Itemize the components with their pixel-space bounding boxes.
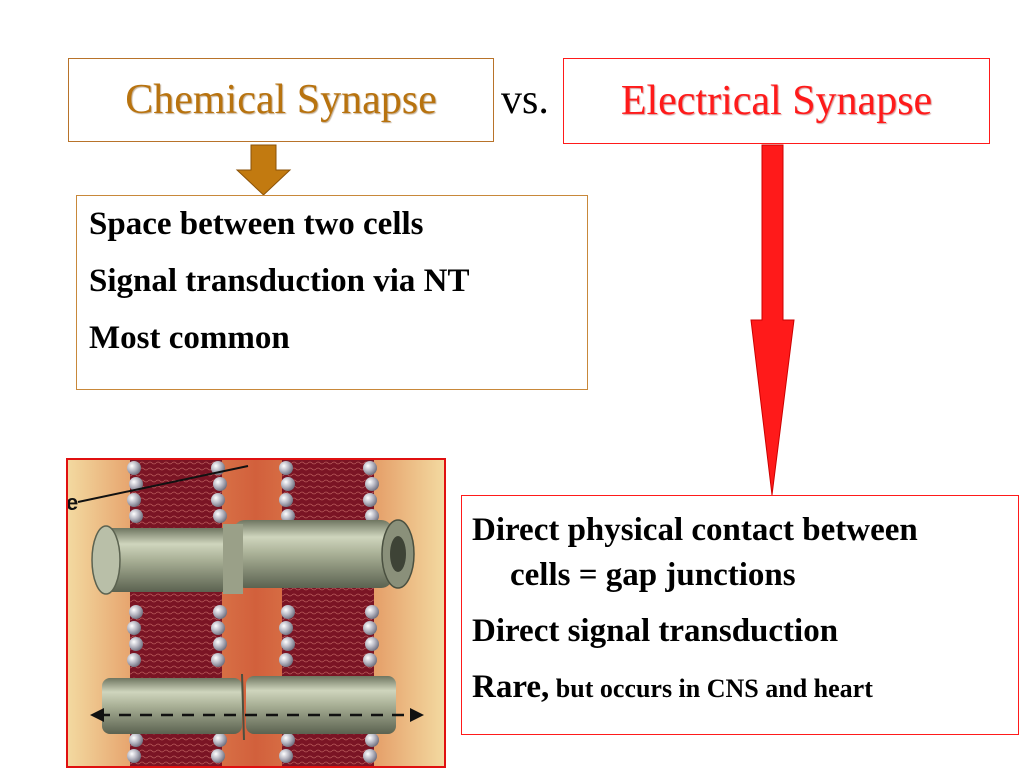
connexon-channel-bottom — [102, 673, 396, 741]
phospholipid-head-bead — [211, 493, 225, 507]
phospholipid-head-bead — [127, 653, 141, 667]
phospholipid-head-bead — [211, 653, 225, 667]
phospholipid-head-bead — [129, 477, 143, 491]
phospholipid-head-bead — [279, 653, 293, 667]
phospholipid-head-bead — [279, 493, 293, 507]
phospholipid-head-bead — [281, 605, 295, 619]
phospholipid-head-bead — [281, 637, 295, 651]
ion-flow-arrow — [90, 708, 424, 722]
electrical-down-arrow — [750, 144, 795, 496]
figure-partial-label: e — [68, 490, 78, 515]
electrical-synapse-title: Electrical Synapse — [620, 78, 933, 124]
phospholipid-head-bead — [281, 509, 295, 523]
vs-label: vs. — [501, 77, 549, 123]
phospholipid-head-bead — [213, 605, 227, 619]
electrical-properties-box: Direct physical contact between cells = … — [461, 495, 1019, 735]
phospholipid-head-bead — [129, 733, 143, 747]
electrical-synapse-title-box: Electrical Synapse — [563, 58, 990, 144]
phospholipid-head-bead — [129, 605, 143, 619]
phospholipid-head-bead — [127, 621, 141, 635]
phospholipid-head-bead — [281, 733, 295, 747]
phospholipid-head-bead — [211, 749, 225, 763]
phospholipid-head-bead — [365, 637, 379, 651]
phospholipid-head-bead — [213, 477, 227, 491]
chemical-property-1: Space between two cells — [89, 206, 424, 242]
phospholipid-head-bead — [365, 509, 379, 523]
chemical-property-2: Signal transduction via NT — [89, 263, 470, 299]
phospholipid-head-bead — [213, 733, 227, 747]
rare-label: Rare, — [472, 669, 550, 705]
phospholipid-head-bead — [363, 461, 377, 475]
rare-detail: but occurs in CNS and heart — [549, 674, 873, 703]
chemical-synapse-title: Chemical Synapse — [125, 77, 437, 123]
chemical-property-3: Most common — [89, 320, 290, 356]
chemical-properties-box: Space between two cells Signal transduct… — [76, 195, 588, 390]
phospholipid-head-bead — [365, 733, 379, 747]
phospholipid-head-bead — [213, 637, 227, 651]
phospholipid-head-bead — [129, 637, 143, 651]
phospholipid-head-bead — [365, 605, 379, 619]
connexon-channel-top — [91, 519, 415, 595]
electrical-property-1b: cells = gap junctions — [510, 557, 796, 593]
phospholipid-head-bead — [363, 653, 377, 667]
phospholipid-head-bead — [279, 461, 293, 475]
phospholipid-head-bead — [279, 621, 293, 635]
phospholipid-head-bead — [363, 621, 377, 635]
phospholipid-head-bead — [127, 749, 141, 763]
phospholipid-heads — [127, 461, 379, 763]
gap-junction-illustration: e — [66, 458, 446, 768]
phospholipid-head-bead — [365, 477, 379, 491]
phospholipid-head-bead — [211, 621, 225, 635]
figure-label-pointer: e — [68, 465, 249, 515]
phospholipid-head-bead — [129, 509, 143, 523]
phospholipid-head-bead — [279, 749, 293, 763]
phospholipid-head-bead — [281, 477, 295, 491]
phospholipid-head-bead — [363, 749, 377, 763]
phospholipid-head-bead — [127, 461, 141, 475]
electrical-property-2: Direct signal transduction — [472, 613, 839, 649]
chemical-down-arrow — [235, 144, 292, 196]
chemical-synapse-title-box: Chemical Synapse — [68, 58, 494, 142]
phospholipid-head-bead — [127, 493, 141, 507]
gap-junction-image: e — [68, 460, 444, 766]
phospholipid-head-bead — [363, 493, 377, 507]
phospholipid-head-bead — [213, 509, 227, 523]
electrical-property-3: Rare, but occurs in CNS and heart — [472, 665, 1018, 711]
electrical-property-1a: Direct physical contact between — [472, 512, 918, 548]
